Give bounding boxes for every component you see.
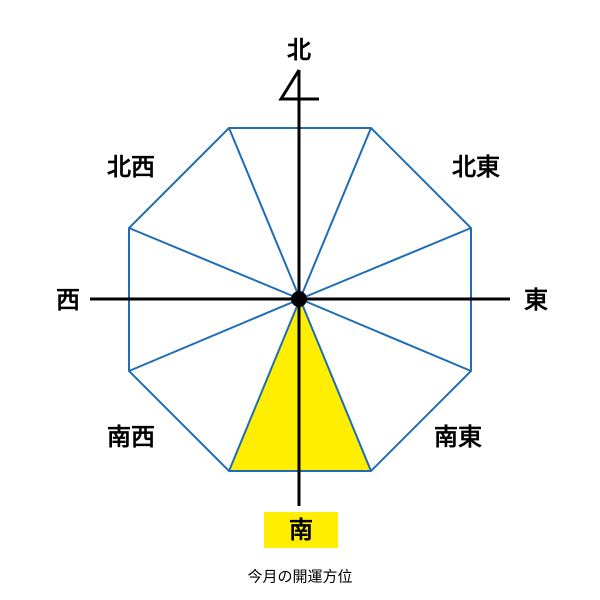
label-east: 東 xyxy=(524,286,548,314)
label-south: 南 xyxy=(264,512,338,548)
label-north: 北 xyxy=(287,36,311,64)
north-arrow-icon xyxy=(278,69,319,101)
label-southeast: 南東 xyxy=(434,423,482,451)
label-northwest: 北西 xyxy=(107,153,155,181)
octagon-spokes xyxy=(128,127,472,472)
label-northeast: 北東 xyxy=(452,153,500,181)
label-southwest: 南西 xyxy=(107,423,155,451)
caption: 今月の開運方位 xyxy=(247,567,353,586)
center-point xyxy=(291,291,307,307)
label-west: 西 xyxy=(56,286,80,314)
octagon xyxy=(128,127,472,472)
